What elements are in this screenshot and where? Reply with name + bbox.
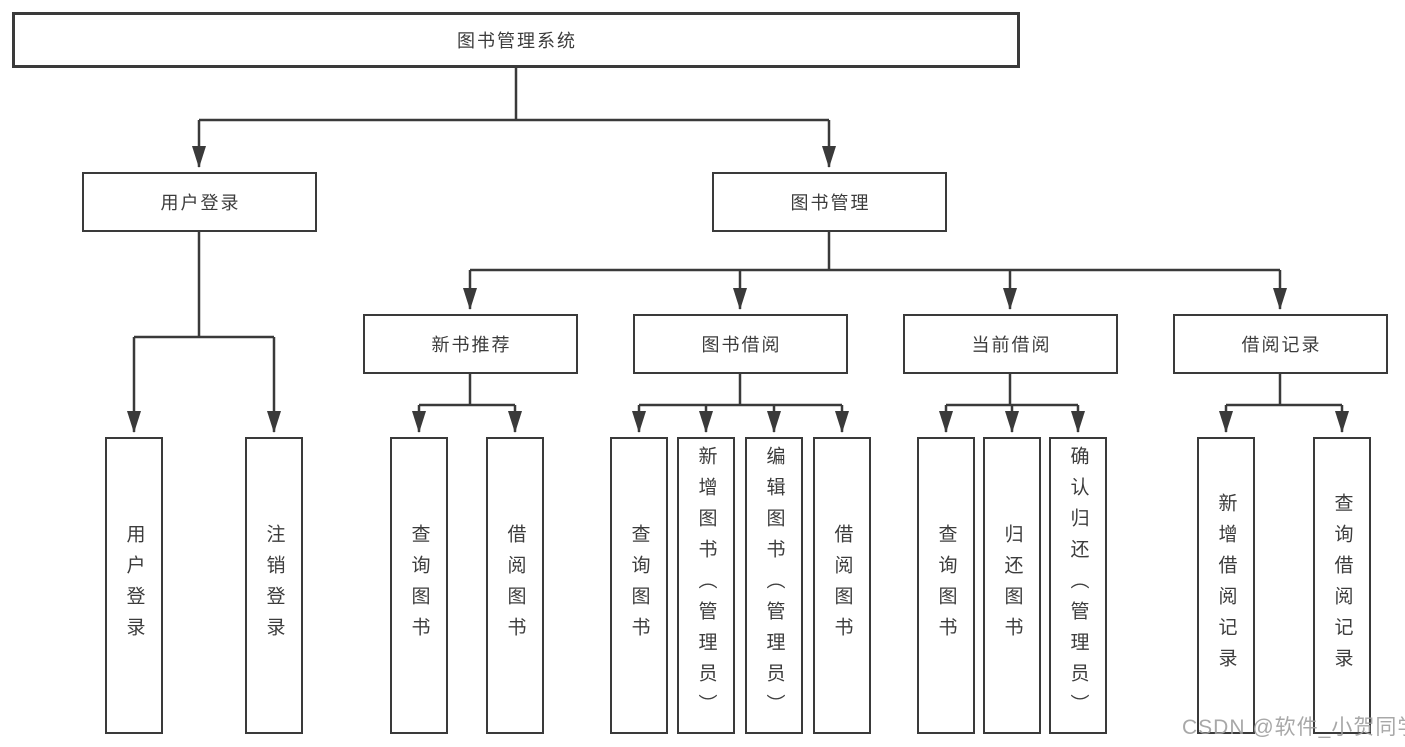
leaf-label: 查询图书 — [408, 523, 430, 648]
leaf-label: 用户登录 — [123, 523, 145, 648]
node-label: 新书推荐 — [431, 335, 512, 355]
node-current-borrowing: 当前借阅 — [903, 314, 1118, 374]
leaf-recommend-borrow-books: 借阅图书 — [486, 437, 544, 734]
node-new-book-recommendation: 新书推荐 — [363, 314, 578, 374]
leaf-records-add-borrow-record: 新增借阅记录 — [1197, 437, 1255, 734]
leaf-label: 确认归还（管理员） — [1067, 446, 1089, 725]
leaf-borrow-add-books-admin: 新增图书（管理员） — [677, 437, 735, 734]
leaf-label: 借阅图书 — [831, 523, 853, 648]
leaf-label: 新增借阅记录 — [1215, 492, 1237, 679]
leaf-label: 注销登录 — [263, 523, 285, 648]
leaf-current-confirm-return-admin: 确认归还（管理员） — [1049, 437, 1107, 734]
leaf-recommend-query-books: 查询图书 — [390, 437, 448, 734]
leaf-logout: 注销登录 — [245, 437, 303, 734]
leaf-label: 新增图书（管理员） — [695, 446, 717, 725]
node-book-management: 图书管理 — [712, 172, 947, 232]
node-borrowing-records: 借阅记录 — [1173, 314, 1388, 374]
node-label: 当前借阅 — [971, 335, 1052, 355]
node-label: 图书管理系统 — [457, 31, 577, 51]
node-label: 借阅记录 — [1241, 335, 1322, 355]
leaf-borrow-edit-books-admin: 编辑图书（管理员） — [745, 437, 803, 734]
node-book-borrowing: 图书借阅 — [633, 314, 848, 374]
leaf-current-return-books: 归还图书 — [983, 437, 1041, 734]
node-library-management-system: 图书管理系统 — [12, 12, 1020, 68]
leaf-records-query-borrow-record: 查询借阅记录 — [1313, 437, 1371, 734]
leaf-label: 查询图书 — [935, 523, 957, 648]
leaf-label: 查询图书 — [628, 523, 650, 648]
leaf-borrow-query-books: 查询图书 — [610, 437, 668, 734]
leaf-borrow-borrow-books: 借阅图书 — [813, 437, 871, 734]
node-label: 图书管理 — [790, 193, 871, 213]
leaf-user-login: 用户登录 — [105, 437, 163, 734]
leaf-label: 借阅图书 — [504, 523, 526, 648]
leaf-label: 编辑图书（管理员） — [763, 446, 785, 725]
node-user-login: 用户登录 — [82, 172, 317, 232]
leaf-label: 归还图书 — [1001, 523, 1023, 648]
leaf-label: 查询借阅记录 — [1331, 492, 1353, 679]
node-label: 图书借阅 — [701, 335, 782, 355]
csdn-watermark: CSDN @软件_小贺同学 — [1182, 716, 1405, 739]
node-label: 用户登录 — [160, 193, 241, 213]
leaf-current-query-books: 查询图书 — [917, 437, 975, 734]
